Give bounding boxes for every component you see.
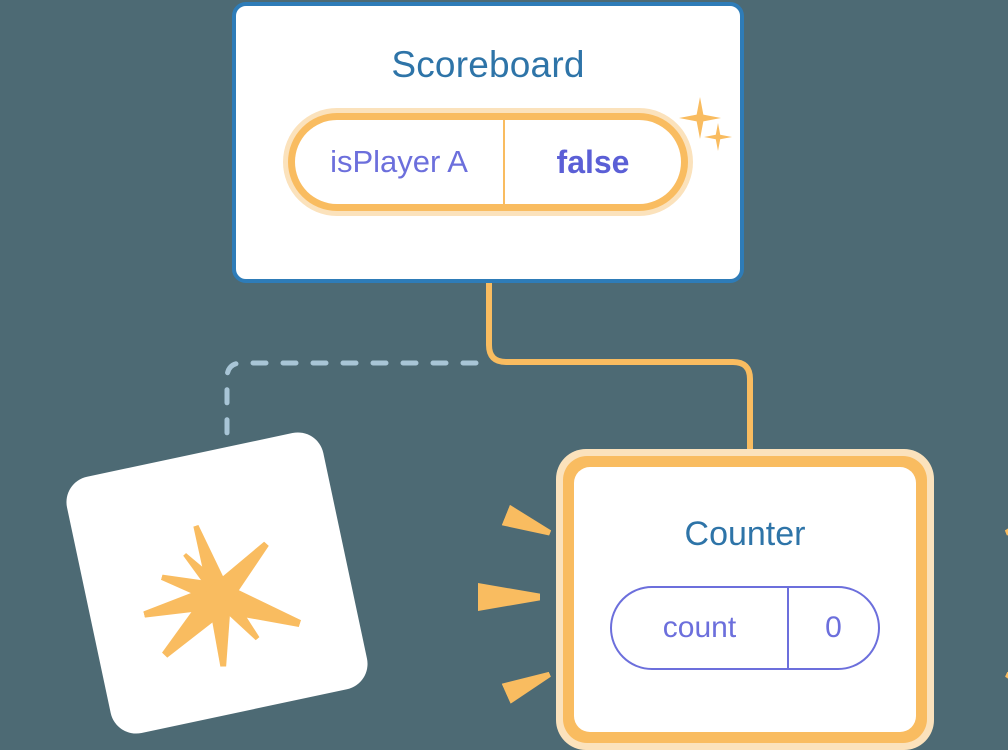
scoreboard-card[interactable]: Scoreboard isPlayer A false — [232, 2, 744, 283]
burst-card[interactable] — [61, 427, 373, 739]
counter-card-highlight-outer: Counter count 0 — [556, 449, 934, 750]
scoreboard-pill-highlight-ring: isPlayer A false — [288, 113, 688, 211]
scoreboard-property-value: false — [556, 143, 630, 180]
counter-card[interactable]: Counter count 0 — [574, 467, 916, 732]
scoreboard-pill-body: isPlayer A false — [295, 120, 681, 204]
counter-title: Counter — [684, 515, 806, 553]
scoreboard-title: Scoreboard — [391, 44, 585, 85]
connector-scoreboard-to-counter — [486, 282, 753, 458]
scoreboard-property-key: isPlayer A — [295, 120, 505, 204]
connector-scoreboard-to-burst-card — [224, 360, 479, 473]
counter-property-key: count — [612, 588, 789, 668]
counter-property-value: 0 — [825, 611, 842, 644]
scoreboard-property-pill[interactable]: isPlayer A false — [283, 108, 693, 216]
counter-property-pill[interactable]: count 0 — [610, 586, 880, 670]
counter-card-highlight-ring: Counter count 0 — [563, 456, 927, 743]
